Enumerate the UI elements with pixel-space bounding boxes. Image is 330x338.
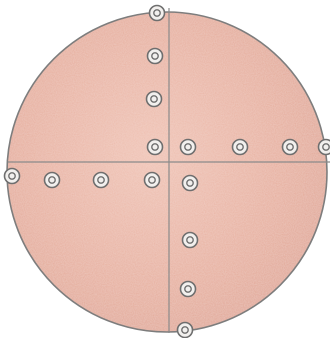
ring-marker	[183, 176, 198, 191]
ring-marker-outer	[233, 140, 248, 155]
ring-marker-outer	[5, 169, 20, 184]
ring-marker	[283, 140, 298, 155]
ring-marker	[233, 140, 248, 155]
ring-marker	[94, 173, 109, 188]
ring-marker	[148, 49, 163, 64]
ring-marker	[181, 140, 196, 155]
ring-marker-outer	[150, 6, 165, 21]
ring-marker	[150, 6, 165, 21]
ring-marker-outer	[283, 140, 298, 155]
ring-marker	[147, 92, 162, 107]
ring-marker-outer	[145, 173, 160, 188]
ring-marker	[5, 169, 20, 184]
ring-marker	[183, 233, 198, 248]
ring-marker	[145, 173, 160, 188]
ring-marker-outer	[181, 140, 196, 155]
disc	[7, 12, 327, 332]
ring-marker-outer	[148, 49, 163, 64]
ring-marker-outer	[148, 140, 163, 155]
ring-marker	[148, 140, 163, 155]
ring-marker	[45, 173, 60, 188]
ring-marker-outer	[147, 92, 162, 107]
ring-marker	[319, 140, 330, 155]
ring-marker-outer	[183, 233, 198, 248]
ring-marker	[181, 282, 196, 297]
ring-marker-outer	[181, 282, 196, 297]
ring-marker-outer	[45, 173, 60, 188]
ring-marker-outer	[183, 176, 198, 191]
ring-marker-outer	[178, 323, 193, 338]
ring-marker	[178, 323, 193, 338]
ring-marker-outer	[94, 173, 109, 188]
ring-marker-outer	[319, 140, 330, 155]
